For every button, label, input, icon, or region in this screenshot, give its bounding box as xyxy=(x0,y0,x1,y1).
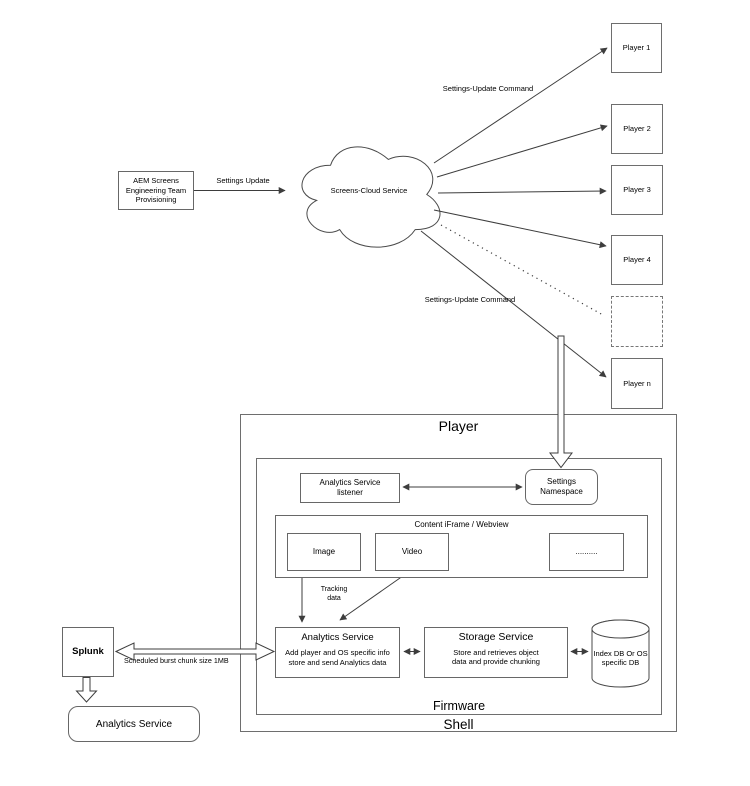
player-placeholder-box xyxy=(611,296,663,347)
content-image-label: Image xyxy=(312,546,336,556)
external-analytics-label: Analytics Service xyxy=(95,718,173,730)
player-shell-outer-box xyxy=(240,414,677,732)
settings-update-command-top-label: Settings-Update Command xyxy=(442,84,534,93)
database-cylinder-top xyxy=(591,619,650,639)
arrow-cloud-to-player-3 xyxy=(437,187,607,195)
burst-chunk-label: Scheduled burst chunk size 1MB xyxy=(124,656,229,665)
player-3-box: Player 3 xyxy=(611,165,663,215)
provisioning-line-2: Engineering Team xyxy=(125,185,187,195)
settings-namespace-line-1: Settings xyxy=(547,476,576,486)
splunk-label: Splunk xyxy=(72,645,104,657)
content-dots-label: .......... xyxy=(575,546,598,556)
player-4-label: Player 4 xyxy=(623,255,651,265)
arrow-cloud-to-player-1 xyxy=(433,47,608,164)
arrow-cloud-to-player-2 xyxy=(436,124,608,178)
analytics-service-title: Analytics Service xyxy=(301,632,374,643)
analytics-listener-box: Analytics Service listener xyxy=(300,473,400,503)
storage-service-box: Storage Service Store and retrieves obje… xyxy=(424,627,568,678)
index-db-label: Index DB Or OS specific DB xyxy=(591,649,650,668)
splunk-box: Splunk xyxy=(62,627,114,677)
storage-service-desc-1: Store and retrieves object xyxy=(453,647,539,657)
index-db-line-1: Index DB Or OS xyxy=(593,649,648,658)
analytics-service-box: Analytics Service Add player and OS spec… xyxy=(275,627,400,678)
content-iframe-title: Content iFrame / Webview xyxy=(414,520,509,529)
settings-update-command-bottom-label: Settings-Update Command xyxy=(424,295,516,304)
analytics-service-desc-1: Add player and OS specific info xyxy=(285,648,390,658)
arrow-video-to-analytics xyxy=(339,570,411,621)
player-1-box: Player 1 xyxy=(611,23,662,73)
cloud-label: Screens-Cloud Service xyxy=(330,186,408,195)
arrow-cloud-to-player-n xyxy=(420,230,607,378)
player-4-box: Player 4 xyxy=(611,235,663,285)
player-n-label: Player n xyxy=(623,378,651,388)
external-analytics-box: Analytics Service xyxy=(68,706,200,742)
player-3-label: Player 3 xyxy=(623,185,651,195)
provisioning-box: AEM Screens Engineering Team Provisionin… xyxy=(118,171,194,210)
settings-update-label: Settings Update xyxy=(216,176,270,185)
shell-label: Shell xyxy=(443,716,474,732)
player-1-label: Player 1 xyxy=(622,43,651,53)
provisioning-line-1: AEM Screens xyxy=(133,175,179,185)
content-video-label: Video xyxy=(401,546,423,556)
player-2-label: Player 2 xyxy=(623,124,651,134)
tracking-data-line-2: data xyxy=(327,594,341,602)
provisioning-line-3: Provisioning xyxy=(135,195,177,205)
content-image-box: Image xyxy=(287,533,361,571)
player-2-box: Player 2 xyxy=(611,104,663,154)
analytics-service-desc-2: store and send Analytics data xyxy=(288,658,387,668)
storage-service-desc-2: data and provide chunking xyxy=(452,657,540,667)
settings-namespace-box: Settings Namespace xyxy=(525,469,598,505)
tracking-data-line-1: Tracking xyxy=(320,586,348,593)
cloud-shape xyxy=(301,146,441,248)
tracking-data-label: Tracking data xyxy=(309,586,359,604)
index-db-line-2: specific DB xyxy=(601,658,640,668)
storage-service-title: Storage Service xyxy=(458,631,534,643)
analytics-listener-line-1: Analytics Service xyxy=(319,477,381,487)
firmware-label: Firmware xyxy=(432,699,486,713)
firmware-box xyxy=(256,458,662,715)
player-box-title: Player xyxy=(438,418,479,434)
settings-namespace-line-2: Namespace xyxy=(540,487,583,496)
arrow-cloud-to-player-4 xyxy=(433,209,607,249)
analytics-listener-line-2: listener xyxy=(337,488,363,497)
content-video-box: Video xyxy=(375,533,449,571)
player-n-box: Player n xyxy=(611,358,663,409)
content-dots-box: .......... xyxy=(549,533,624,571)
